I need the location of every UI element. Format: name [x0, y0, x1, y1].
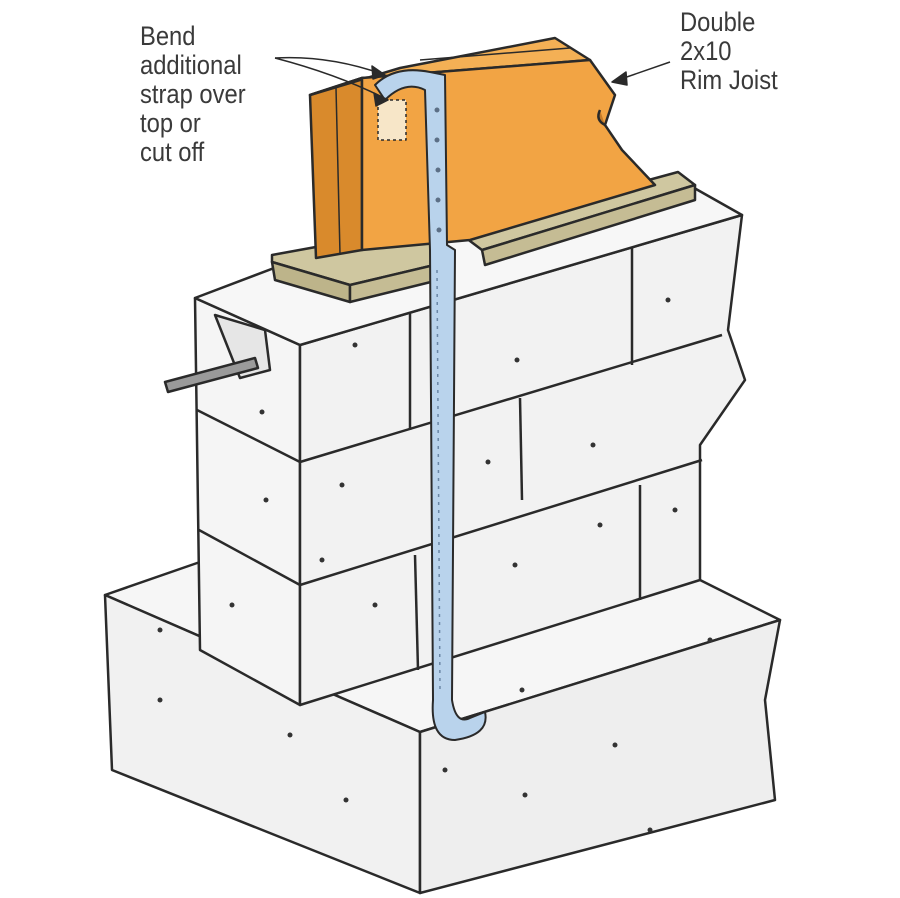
strap-tie [374, 69, 487, 741]
label-line: 2x10 [680, 36, 732, 66]
note-line: strap over [140, 79, 246, 109]
bend-strap-note: Bend additional strap over top or cut of… [140, 22, 246, 167]
note-line: top or [140, 108, 201, 138]
note-line: additional [140, 50, 242, 80]
note-line: cut off [140, 137, 205, 167]
label-line: Double [680, 7, 756, 37]
anchor-bolt [163, 356, 260, 394]
note-line: Bend [140, 21, 196, 51]
concrete-speckles [157, 297, 713, 833]
leader-arrows [274, 56, 671, 107]
rim-joist-label: Double 2x10 Rim Joist [680, 8, 778, 95]
label-line: Rim Joist [680, 65, 778, 95]
